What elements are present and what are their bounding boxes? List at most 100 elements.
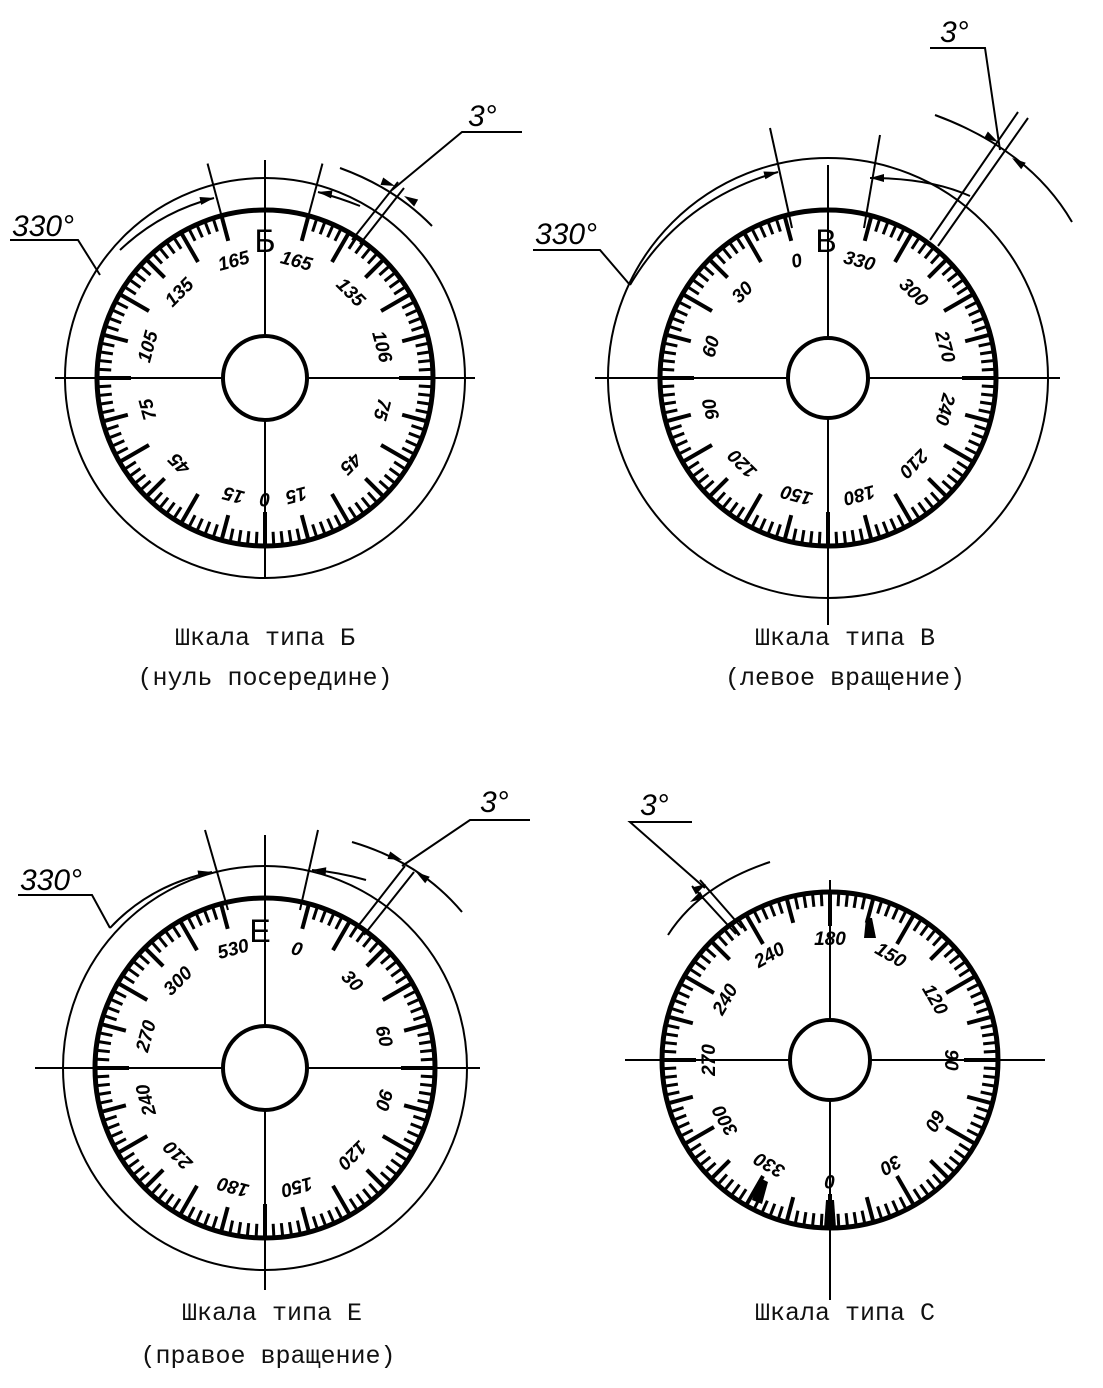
dimension-arc	[629, 171, 779, 286]
arrow-icon	[318, 190, 333, 199]
scale-tick	[735, 236, 746, 250]
extension-line	[206, 163, 224, 218]
scale-tick	[681, 292, 713, 313]
pointer-mark	[824, 1200, 836, 1228]
scale-tick	[114, 300, 129, 310]
scale-tick	[128, 467, 142, 478]
scale-tick	[420, 1057, 435, 1062]
scale-tick	[836, 892, 841, 907]
scale-tick	[883, 1203, 892, 1218]
leader-line	[18, 894, 111, 929]
scale-tick	[96, 1090, 112, 1097]
scale-tick	[662, 1049, 677, 1054]
scale-label: 0	[789, 250, 805, 273]
scale-tick	[172, 506, 183, 520]
scale-tick	[665, 412, 692, 424]
scale-tick	[368, 940, 380, 954]
extension-line	[937, 117, 1029, 247]
scale-tick	[126, 1158, 140, 1170]
scale-tick	[406, 997, 421, 1006]
scale-tick	[966, 982, 981, 992]
scale-tick	[750, 227, 760, 242]
scale-tick	[896, 514, 906, 529]
scale-tick	[752, 909, 762, 924]
scale-tick	[980, 1090, 995, 1097]
scale-tick	[416, 350, 432, 356]
scale-tick	[419, 1048, 435, 1054]
scale-tick	[362, 934, 374, 948]
scale-tick	[203, 220, 212, 235]
scale-tick	[953, 960, 967, 971]
scale-tick	[107, 431, 122, 440]
extension-line	[354, 865, 406, 931]
scale-tick	[673, 308, 688, 317]
scale-tick	[187, 227, 197, 242]
scale-tick	[768, 902, 777, 917]
scale-tick	[95, 1082, 111, 1088]
scale-tick	[418, 367, 433, 372]
scale-tick	[660, 358, 676, 364]
scale-tick	[401, 446, 416, 456]
scale-tick	[973, 424, 989, 432]
scale-tick	[178, 1184, 199, 1217]
scale-tick	[968, 439, 983, 448]
pointer-mark	[752, 1178, 768, 1204]
scale-tick	[956, 460, 970, 471]
scale-tick	[945, 974, 977, 995]
scale-type-letter: В	[815, 223, 836, 259]
scale-tick	[228, 528, 235, 543]
scale-tick	[958, 1142, 972, 1153]
scale-tick	[793, 895, 800, 910]
scale-tick	[661, 400, 677, 406]
scale-tick	[417, 358, 433, 364]
scale-tick	[672, 1113, 687, 1122]
scale-tick	[100, 1103, 127, 1114]
scale-tick	[844, 1212, 850, 1228]
scale-tick	[691, 278, 705, 289]
scale-tick	[784, 897, 796, 924]
scale-tick	[860, 1210, 867, 1225]
caption-c-title: Шкала типа С	[755, 1299, 935, 1328]
scale-tick	[723, 928, 735, 942]
scale-tick	[679, 982, 694, 992]
scale-label: 300	[160, 962, 198, 1000]
scale-tick	[808, 530, 814, 546]
scale-tick	[844, 892, 850, 908]
scale-tick	[403, 1137, 418, 1147]
scale-tick	[98, 350, 114, 356]
scale-tick	[405, 439, 420, 448]
scale-tick	[919, 923, 930, 937]
scale-tick	[953, 1149, 967, 1160]
arrow-icon	[404, 196, 419, 207]
scale-label: 300	[708, 1101, 742, 1139]
scale-tick	[931, 1173, 944, 1186]
scale-tick	[109, 997, 124, 1006]
scale-tick	[287, 529, 293, 545]
scale-tick	[893, 493, 914, 525]
scale-tick	[311, 1215, 319, 1231]
scale-tick	[978, 408, 993, 415]
scale-tick	[179, 231, 200, 263]
scale-tick	[128, 278, 142, 289]
scale-tick	[311, 523, 319, 539]
scale-tick	[380, 443, 412, 464]
scale-label: 330	[841, 247, 877, 276]
scale-tick	[895, 913, 916, 945]
hub-circle	[221, 334, 309, 422]
scale-tick	[834, 531, 839, 546]
scale-tick	[143, 946, 165, 968]
dimension-arc	[667, 861, 771, 936]
scale-tick	[186, 1206, 196, 1221]
scale-tick	[784, 1196, 796, 1223]
scale-tick	[116, 981, 149, 1002]
scale-tick	[672, 998, 687, 1007]
scale-tick	[319, 1213, 328, 1228]
scale-tick	[171, 924, 182, 938]
scale-tick	[709, 939, 732, 962]
scale-tick	[669, 1106, 685, 1114]
scale-tick	[663, 341, 678, 348]
scale-tick	[951, 278, 965, 289]
scale-tick	[721, 246, 733, 260]
